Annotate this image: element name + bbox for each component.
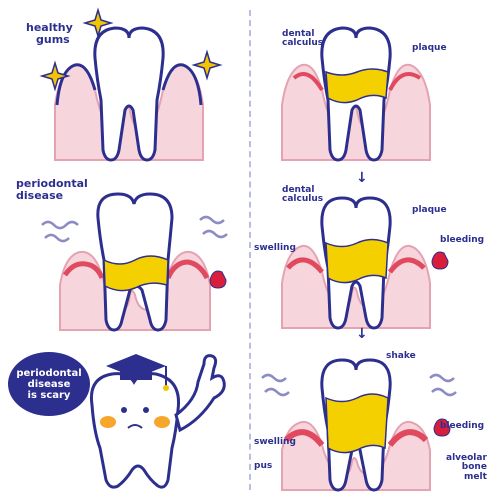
- swirl-icon: [41, 215, 228, 243]
- blood-drop-icon: [209, 270, 227, 289]
- blood-drop-icon: [433, 418, 451, 437]
- blood-drop-icon: [431, 251, 449, 270]
- tooth-mascot: [89, 354, 226, 489]
- center-divider: [249, 10, 251, 490]
- stage3-shake-label: shake: [386, 351, 416, 361]
- stage1-plaque-label: plaque: [412, 43, 447, 53]
- stage3-bleeding-label: bleeding: [440, 421, 485, 431]
- stage1-panel: [281, 26, 431, 162]
- stage2-swelling-label: swelling: [254, 243, 296, 253]
- graduation-cap-icon: [106, 354, 169, 391]
- calculus-deposit: [103, 255, 169, 292]
- healthy-gums-title: healthy gums: [26, 21, 73, 46]
- arrow-down-icon: ↓: [356, 170, 368, 186]
- arrow-down-icon: ↓: [356, 326, 368, 342]
- stage3-panel: [281, 358, 431, 492]
- sparkle-icon: [39, 7, 223, 92]
- stage2-calculus-label: dental calculus: [282, 185, 324, 205]
- stage2-panel: [281, 196, 431, 330]
- stage2-plaque-label: plaque: [412, 205, 447, 215]
- periodontal-title: periodontal disease: [16, 177, 88, 202]
- stage3-pus-label: pus: [254, 461, 273, 471]
- stage1-calculus-label: dental calculus: [282, 29, 324, 49]
- healthy-tooth: [93, 26, 165, 162]
- stage2-bleeding-label: bleeding: [440, 235, 485, 245]
- periodontal-panel: [59, 192, 211, 332]
- healthy-gums-panel: [54, 26, 204, 162]
- stage3-swelling-label: swelling: [254, 437, 296, 447]
- stage3-bone-label: alveolar bone melt: [446, 453, 487, 482]
- speech-bubble: periodontal disease is scary: [8, 352, 90, 416]
- swirl-icon: [261, 373, 457, 397]
